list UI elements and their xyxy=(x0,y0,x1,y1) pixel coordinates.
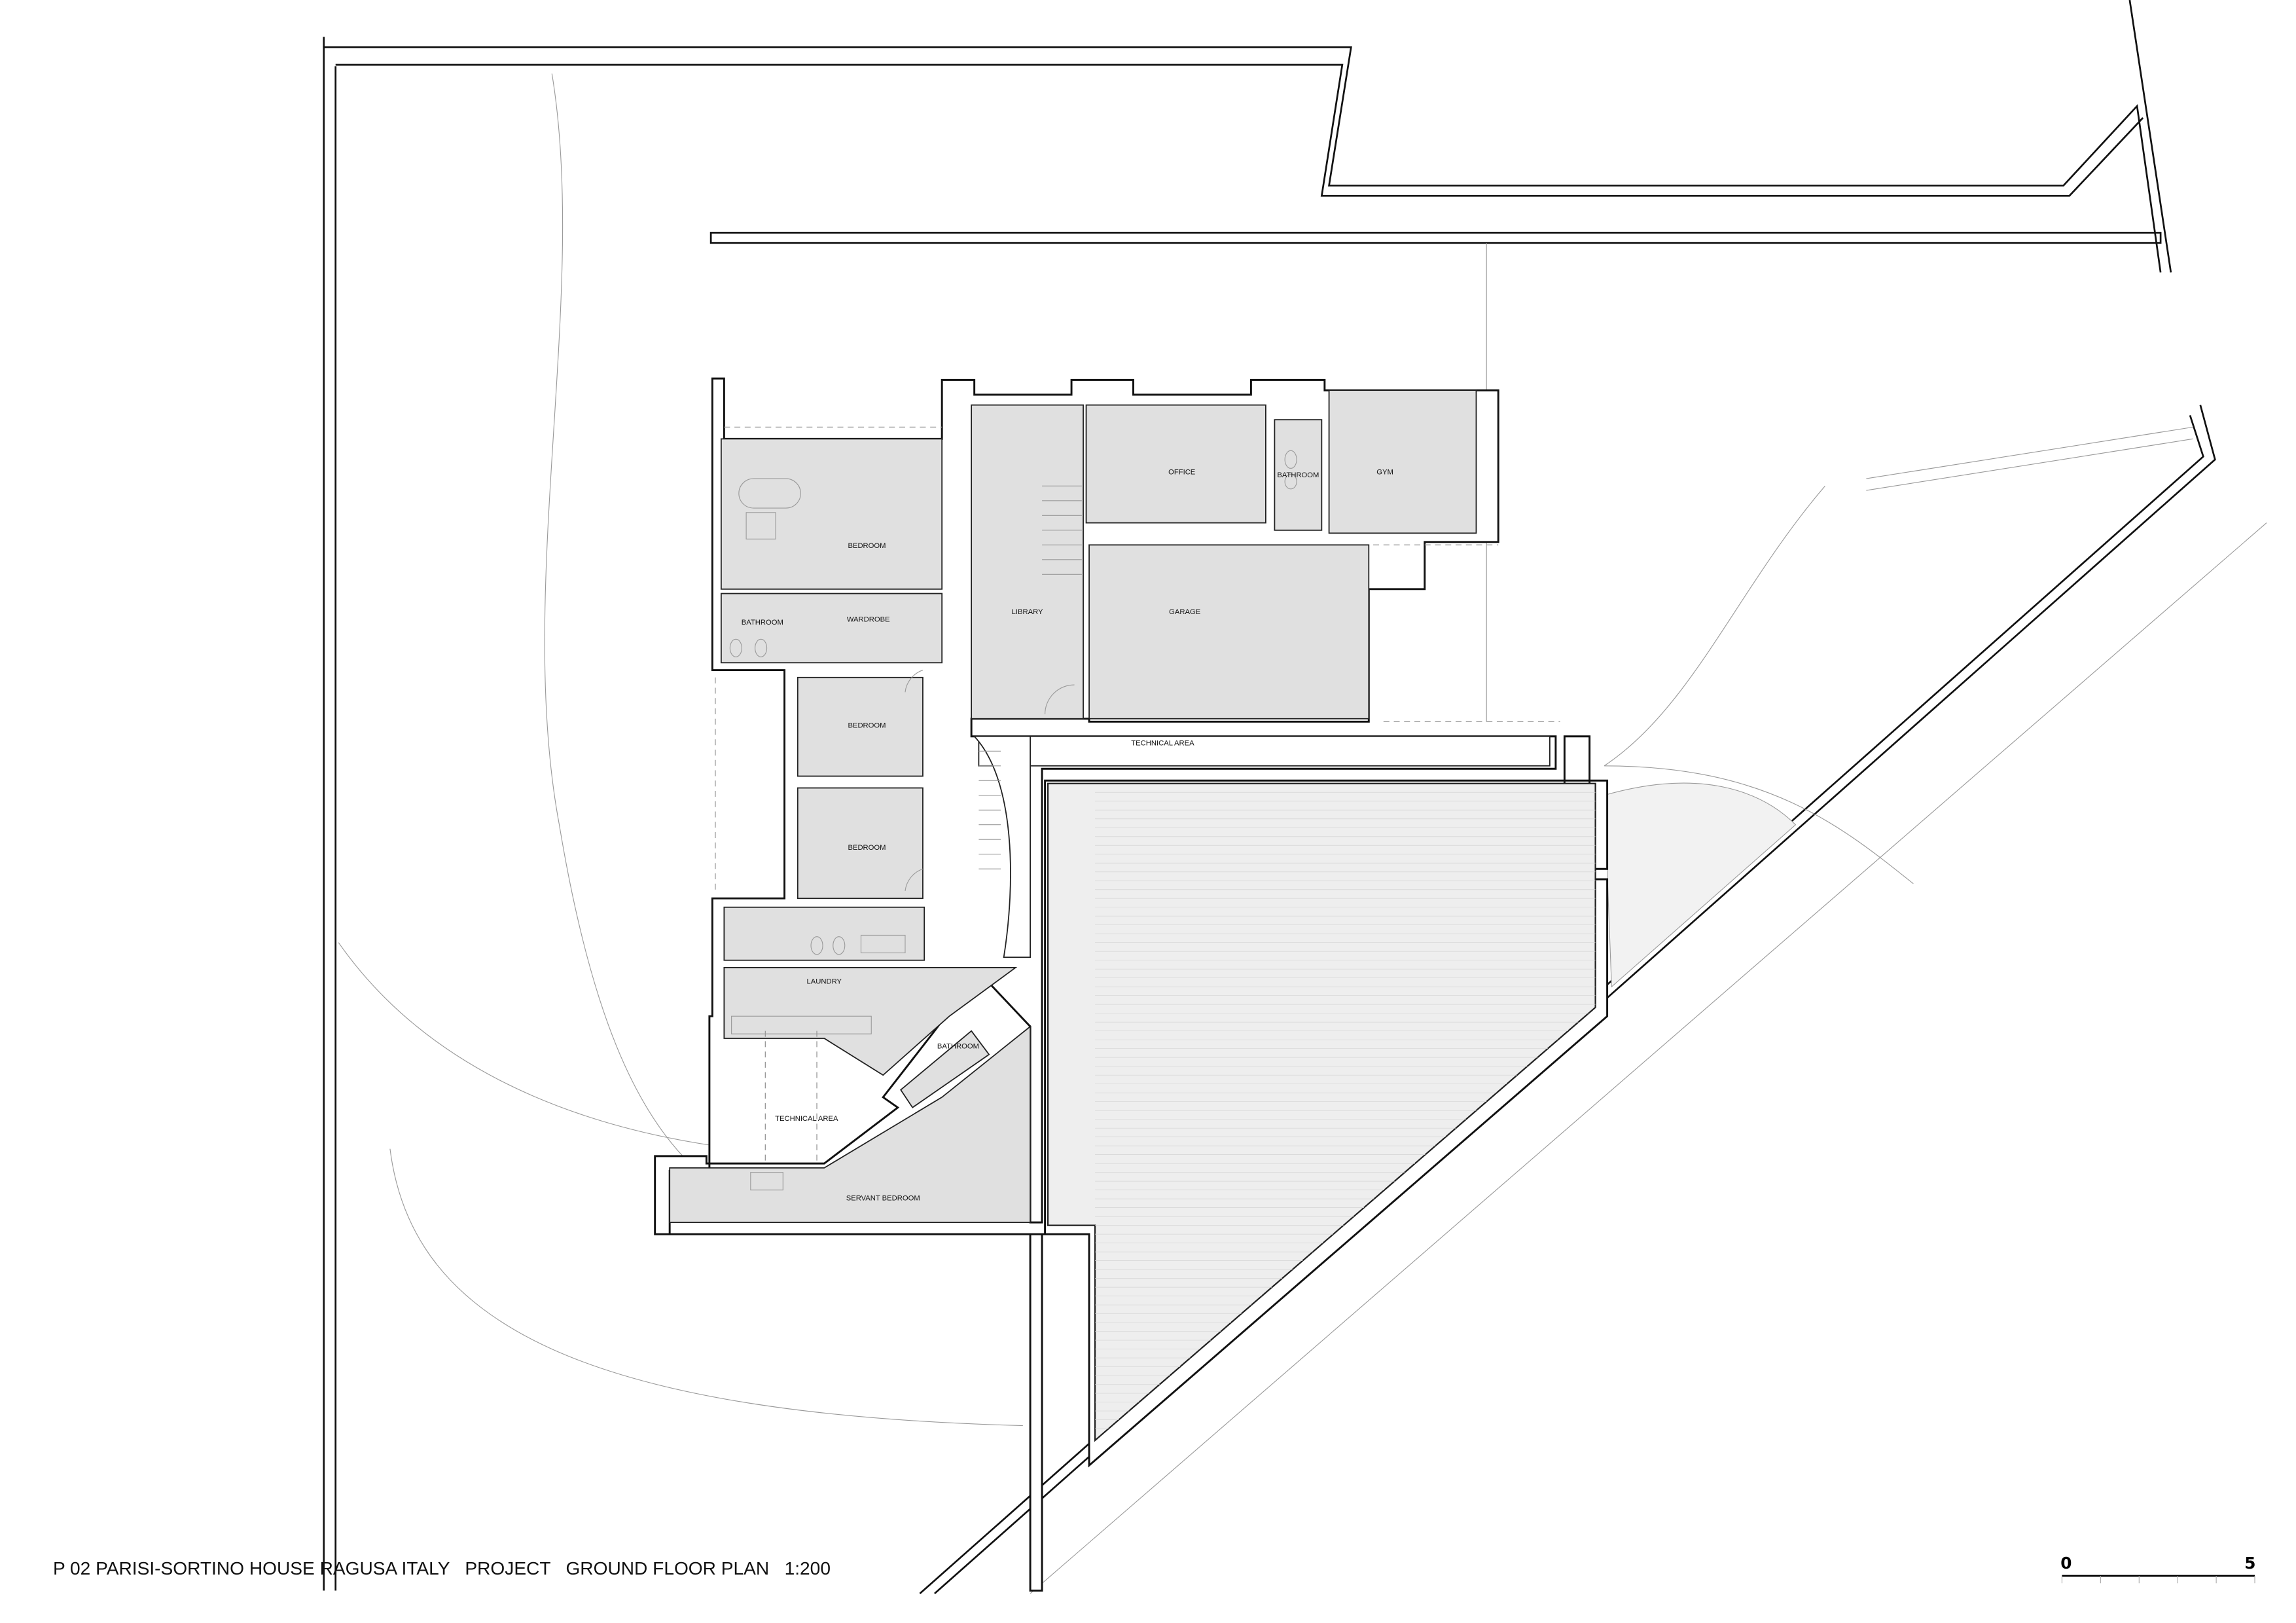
room-label-bedroom-main: BEDROOM xyxy=(848,542,886,550)
room-label-technical-area-south: TECHNICAL AREA xyxy=(775,1115,838,1123)
room-label-library: LIBRARY xyxy=(1012,608,1043,616)
room-label-garage: GARAGE xyxy=(1169,608,1201,616)
scale-bar-start-label: 0 xyxy=(2060,1554,2072,1573)
room-label-bathroom-gym: BATHROOM xyxy=(1277,471,1319,479)
room-label-laundry: LAUNDRY xyxy=(807,978,842,986)
room-label-gym: GYM xyxy=(1376,468,1393,476)
deck-area xyxy=(1047,782,1596,1442)
room-label-technical-area-north: TECHNICAL AREA xyxy=(1131,739,1194,747)
room-label-bedroom-2: BEDROOM xyxy=(848,721,886,729)
room-label-office: OFFICE xyxy=(1168,468,1196,476)
scale-bar: 0 5 xyxy=(2060,1554,2256,1584)
site-boundary xyxy=(323,0,2267,1595)
landscape-lines xyxy=(338,73,1914,1427)
room-label-bathroom-service: BATHROOM xyxy=(937,1043,979,1051)
drawing-title: P 02 PARISI-SORTINO HOUSE RAGUSA ITALY P… xyxy=(53,1558,831,1578)
room-label-wardrobe: WARDROBE xyxy=(847,615,890,623)
room-label-bathroom-main: BATHROOM xyxy=(742,619,783,627)
room-label-servant-bedroom: SERVANT BEDROOM xyxy=(846,1194,920,1202)
rooms xyxy=(669,390,1551,1224)
scale-bar-end-label: 5 xyxy=(2244,1554,2255,1573)
deck-hatch xyxy=(1095,792,1596,1429)
room-label-bedroom-3: BEDROOM xyxy=(848,844,886,852)
room-labels: BEDROOM BATHROOM WARDROBE LIBRARY OFFICE… xyxy=(742,468,1393,1202)
